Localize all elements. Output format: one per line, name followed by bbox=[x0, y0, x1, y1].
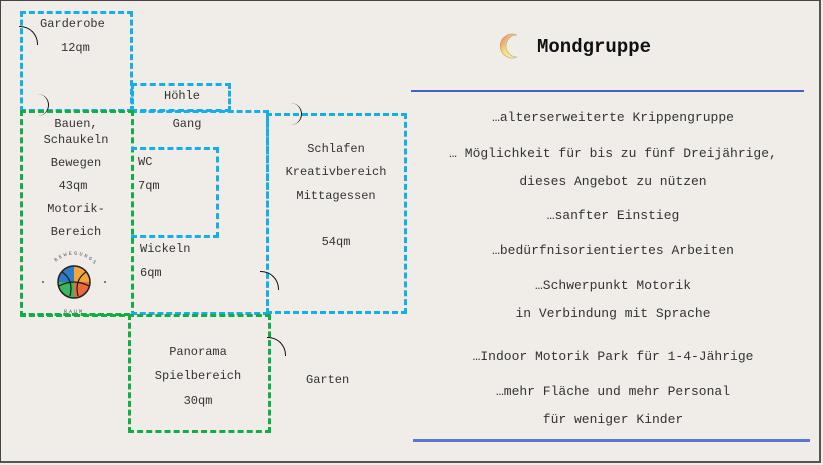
bullet-5: …Schwerpunkt Motorik bbox=[534, 278, 692, 293]
svg-text:BEWEGUNGS: BEWEGUNGS bbox=[53, 251, 98, 268]
bullet-2-cont: dieses Angebot zu nützen bbox=[519, 174, 707, 189]
label-bewegen-2: Schaukeln bbox=[43, 133, 109, 147]
label-panorama-area: 30qm bbox=[183, 394, 213, 408]
label-bewegen-4: Motorik- bbox=[47, 202, 105, 216]
label-wc: WC bbox=[138, 155, 153, 169]
bullet-4: …bedürfnisorientiertes Arbeiten bbox=[492, 243, 734, 258]
bullet-2: … Möglichkeit für bis zu fünf Dreijährig… bbox=[449, 146, 777, 161]
door-arc-icon bbox=[38, 94, 49, 116]
label-gang: Gang bbox=[172, 117, 202, 131]
divider-bottom bbox=[413, 439, 810, 442]
label-garderobe-area: 12qm bbox=[61, 41, 90, 55]
room-schlafen bbox=[266, 113, 407, 314]
label-panorama-2: Spielbereich bbox=[154, 369, 242, 383]
label-hoehle: Höhle bbox=[163, 89, 201, 103]
bullet-7: …mehr Fläche und mehr Personal bbox=[495, 384, 731, 399]
label-schlafen-2: Kreativbereich bbox=[285, 165, 387, 179]
door-arc-icon bbox=[291, 103, 302, 125]
bewegungsraum-logo: BEWEGUNGS RAUM bbox=[40, 246, 108, 315]
svg-text:RAUM: RAUM bbox=[64, 309, 84, 314]
room-panorama bbox=[128, 314, 271, 433]
label-wc-area: 7qm bbox=[138, 179, 160, 193]
label-schlafen-1: Schlafen bbox=[307, 142, 365, 156]
room-wickeln-bottom bbox=[131, 312, 269, 315]
divider-top bbox=[411, 90, 804, 92]
label-schlafen-area: 54qm bbox=[321, 235, 351, 249]
crescent-moon-icon bbox=[499, 33, 518, 59]
label-schlafen-3: Mittagessen bbox=[296, 189, 376, 203]
label-garderobe: Garderobe bbox=[40, 17, 105, 31]
label-panorama-1: Panorama bbox=[169, 345, 227, 359]
room-panorama-top-extend bbox=[20, 313, 130, 316]
bullet-3: …sanfter Einstieg bbox=[546, 208, 680, 223]
page-title: Mondgruppe bbox=[537, 36, 652, 58]
bullet-1: …alterserweiterte Krippengruppe bbox=[492, 110, 734, 125]
label-wickeln: Wickeln bbox=[140, 242, 191, 256]
bullet-5-cont: in Verbindung mit Sprache bbox=[515, 306, 711, 321]
label-bewegen-3: Bewegen bbox=[50, 156, 102, 170]
label-garten: Garten bbox=[306, 373, 350, 387]
bullet-6: …Indoor Motorik Park für 1-4-Jährige bbox=[472, 349, 754, 364]
label-bewegen-5: Bereich bbox=[50, 225, 102, 239]
ball-icon: BEWEGUNGS RAUM bbox=[42, 251, 106, 315]
room-wc bbox=[131, 147, 219, 238]
label-wickeln-area: 6qm bbox=[140, 266, 162, 280]
label-bewegen-1: Bauen, bbox=[54, 117, 98, 131]
bullet-7-cont: für weniger Kinder bbox=[542, 412, 684, 427]
label-bewegen-area: 43qm bbox=[58, 179, 88, 193]
